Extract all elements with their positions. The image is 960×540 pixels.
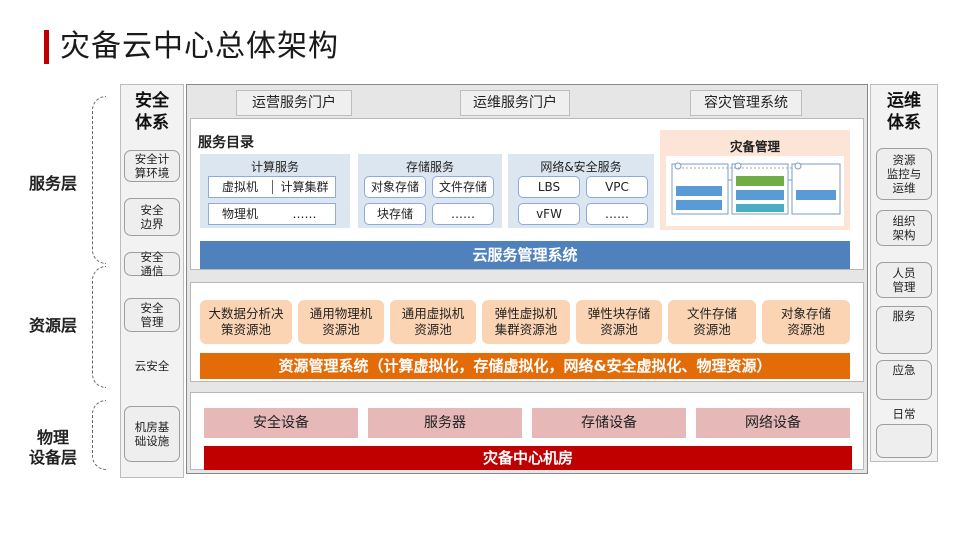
service-catalog-title: 服务目录	[198, 135, 254, 151]
network-item-lbs: LBS	[518, 176, 580, 198]
ops-item-organization: 组织架构	[876, 210, 932, 246]
equipment-server: 服务器	[368, 408, 522, 438]
storage-item-file: 文件存储	[432, 176, 494, 198]
resource-layer-brace	[92, 266, 106, 388]
pool-file-storage: 文件存储资源池	[668, 300, 756, 344]
ops-item-emergency: 应急	[876, 360, 932, 400]
service-layer-brace	[92, 96, 106, 264]
storage-item-block: 块存储	[364, 203, 426, 225]
compute-item-cluster: 计算集群	[280, 180, 329, 194]
portal-maintenance: 运维服务门户	[460, 90, 570, 116]
network-service-title: 网络&安全服务	[540, 160, 622, 174]
physical-layer-brace	[92, 400, 106, 470]
disaster-recovery-diagram	[666, 156, 844, 226]
ops-item-daily	[876, 424, 932, 458]
ops-item-daily-label: 日常	[892, 407, 916, 421]
page-title: 灾备云中心总体架构	[60, 29, 339, 64]
security-item-cloud: 云安全	[134, 359, 170, 373]
compute-item-physical: 物理机	[221, 207, 258, 221]
ops-item-service: 服务	[876, 306, 932, 354]
network-item-more: ……	[586, 203, 648, 225]
compute-service-title: 计算服务	[250, 160, 299, 174]
storage-item-object: 对象存储	[364, 176, 426, 198]
resource-management-bar: 资源管理系统（计算虚拟化，存储虚拟化，网络&安全虚拟化、物理资源）	[200, 353, 850, 379]
storage-service-title: 存储服务	[405, 160, 454, 174]
pool-elastic-block-storage: 弹性块存储资源池	[576, 300, 662, 344]
compute-item-more: ……	[292, 207, 317, 221]
equipment-network: 网络设备	[696, 408, 850, 438]
equipment-storage: 存储设备	[532, 408, 686, 438]
security-item-facility: 机房基础设施	[124, 406, 180, 462]
pool-elastic-vm-cluster: 弹性虚拟机集群资源池	[482, 300, 570, 344]
title-accent-bar	[44, 30, 49, 64]
service-layer-label: 服务层	[28, 174, 77, 193]
security-item-communication: 安全通信	[124, 250, 180, 278]
security-item-computing-env: 安全计算环境	[124, 150, 180, 182]
compute-divider	[272, 180, 273, 194]
pool-bigdata: 大数据分析决策资源池	[200, 300, 292, 344]
security-title: 安全 体系	[135, 91, 169, 133]
physical-layer-label: 物理 设备层	[28, 428, 77, 467]
pool-object-storage: 对象存储资源池	[762, 300, 850, 344]
ops-item-personnel: 人员管理	[876, 262, 932, 298]
storage-item-more: ……	[432, 203, 494, 225]
datacenter-bar: 灾备中心机房	[204, 446, 852, 470]
compute-row-2	[208, 203, 336, 225]
ops-item-monitoring: 资源监控与运维	[876, 148, 932, 200]
portal-operation: 运营服务门户	[236, 90, 352, 116]
cloud-service-management-bar: 云服务管理系统	[200, 241, 850, 269]
ops-title: 运维 体系	[887, 91, 921, 133]
portal-disaster-recovery: 容灾管理系统	[690, 90, 802, 116]
resource-layer-label: 资源层	[28, 316, 77, 335]
security-item-management: 安全管理	[124, 298, 180, 332]
network-item-vpc: VPC	[586, 176, 648, 198]
security-item-boundary: 安全边界	[124, 198, 180, 236]
pool-virtual-machine: 通用虚拟机资源池	[390, 300, 476, 344]
equipment-security: 安全设备	[204, 408, 358, 438]
compute-item-vm: 虚拟机	[221, 180, 258, 194]
network-item-vfw: vFW	[518, 203, 580, 225]
pool-physical-machine: 通用物理机资源池	[298, 300, 384, 344]
disaster-recovery-title: 灾备管理	[729, 139, 780, 154]
